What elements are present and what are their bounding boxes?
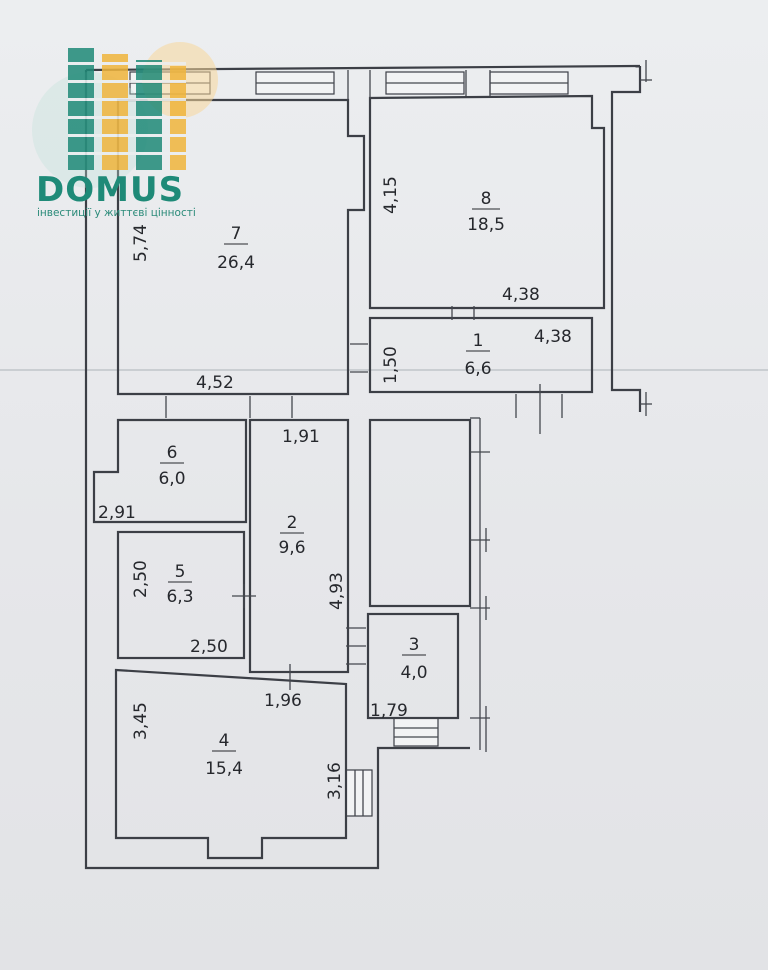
dim-room1-width: 4,38 — [534, 327, 572, 347]
dim-room8-width: 4,38 — [502, 285, 540, 305]
room-3-number: 3 — [409, 635, 420, 655]
dim-room5-height: 2,50 — [131, 560, 151, 598]
door-openings — [165, 70, 563, 752]
room-1-outline — [368, 316, 594, 394]
dim-room2-width: 1,91 — [282, 427, 320, 447]
room-6-area: 6,0 — [158, 469, 185, 489]
room-4-area: 15,4 — [205, 759, 243, 779]
room-7-area: 26,4 — [217, 253, 255, 273]
dim-room5-width: 2,50 — [190, 637, 228, 657]
room-1-area: 6,6 — [464, 359, 491, 379]
room-labels: 7 26,4 8 18,5 1 6,6 6 6,0 2 9,6 5 6,3 3 … — [158, 189, 504, 779]
room-2-number: 2 — [287, 513, 298, 533]
room-4-outline — [114, 668, 348, 860]
room-6-number: 6 — [167, 443, 178, 463]
dim-room4-height: 3,45 — [131, 702, 151, 740]
room-7-number: 7 — [231, 224, 242, 244]
brand-name: DOMUS — [36, 170, 185, 210]
room-2-outline — [248, 418, 350, 674]
room-5-number: 5 — [175, 562, 186, 582]
room-7-outline — [116, 98, 366, 396]
dimension-labels: 5,74 4,52 4,15 4,38 4,38 1,50 2,91 1,91 … — [98, 176, 572, 800]
room-8-area: 18,5 — [467, 215, 505, 235]
corridor-outline — [368, 418, 472, 608]
dim-room3-width: 1,79 — [370, 701, 408, 721]
dim-room4-height-right: 3,16 — [325, 762, 345, 800]
dim-room6-width: 2,91 — [98, 503, 136, 523]
room-8-number: 8 — [481, 189, 492, 209]
room-1-number: 1 — [473, 331, 484, 351]
dim-room7-height: 5,74 — [131, 224, 151, 262]
dim-room8-height: 4,15 — [381, 176, 401, 214]
room-3-outline — [366, 612, 460, 720]
brand-tagline: інвестиції у життєві цінності — [37, 207, 196, 219]
room-8-outline — [368, 94, 606, 310]
room-4-number: 4 — [219, 731, 230, 751]
room-2-area: 9,6 — [278, 538, 305, 558]
room-3-area: 4,0 — [400, 663, 427, 683]
dim-room7-width: 4,52 — [196, 373, 234, 393]
room-5-area: 6,3 — [166, 587, 193, 607]
dim-room2-height: 4,93 — [327, 572, 347, 610]
room-6-outline — [92, 418, 248, 524]
domus-logo — [32, 42, 218, 188]
dim-room1-height: 1,50 — [381, 346, 401, 384]
dim-room4-width: 1,96 — [264, 691, 302, 711]
